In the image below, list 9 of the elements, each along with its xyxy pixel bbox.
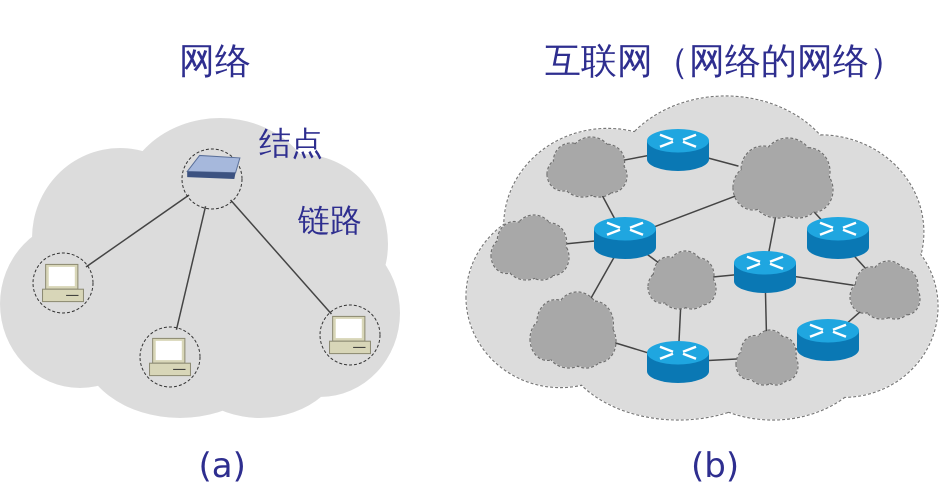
node-caption: 结点 — [259, 127, 323, 159]
link-line — [176, 206, 206, 330]
title: 网络 — [179, 44, 251, 80]
link-line — [86, 194, 190, 268]
link-caption: 链路 — [298, 204, 362, 236]
title: 互联网（网络的网络） — [545, 44, 905, 80]
panel-label: (a) — [198, 449, 246, 483]
link-line — [230, 199, 332, 315]
panel-label: (b) — [691, 449, 740, 483]
